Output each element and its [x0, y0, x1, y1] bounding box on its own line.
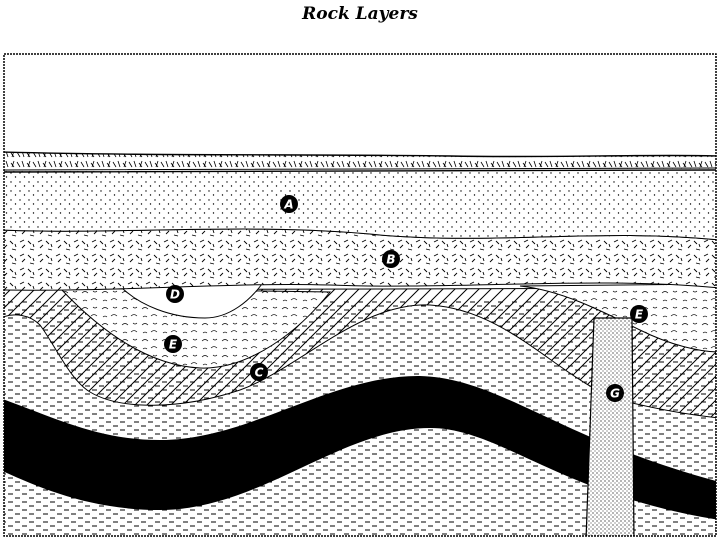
svg-text:A: A — [283, 198, 293, 212]
label-e-right: E — [630, 305, 648, 323]
label-a: A — [280, 195, 298, 213]
label-d: D — [166, 285, 184, 303]
svg-text:D: D — [170, 288, 180, 302]
svg-text:B: B — [386, 253, 395, 267]
label-c: C — [250, 363, 268, 381]
svg-text:G: G — [610, 387, 620, 401]
svg-text:E: E — [635, 308, 644, 322]
svg-text:C: C — [255, 366, 264, 380]
label-e-left: E — [164, 335, 182, 353]
svg-text:E: E — [169, 338, 178, 352]
topsoil-band — [0, 152, 720, 172]
label-g: G — [606, 384, 624, 402]
label-b: B — [382, 250, 400, 268]
